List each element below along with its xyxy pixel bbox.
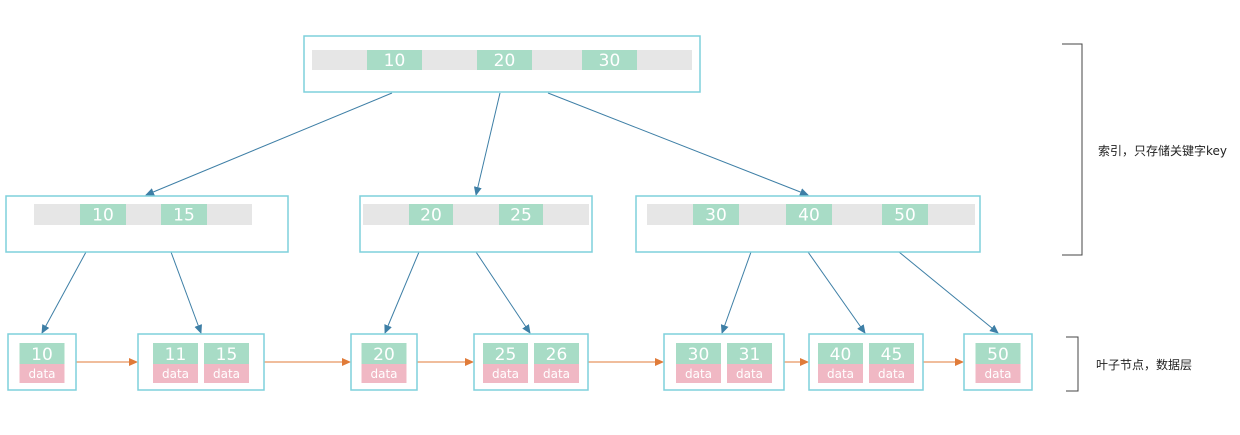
leaf-key-cell xyxy=(153,343,198,364)
leaf-node: 10 data xyxy=(7,333,77,391)
leaf-data-cell xyxy=(818,364,863,383)
child-pointer-arrow xyxy=(384,251,420,334)
leaf-data-label: data xyxy=(685,367,712,381)
leaf-key-cell xyxy=(818,343,863,364)
leaf-data-label: data xyxy=(736,367,763,381)
leaf-key-cell xyxy=(869,343,914,364)
internal-node: 30 40 50 xyxy=(635,195,981,253)
root-key: 20 xyxy=(494,51,516,71)
child-pointer-arrow xyxy=(898,251,999,334)
leaf-data-cell xyxy=(361,364,407,383)
internal-key: 15 xyxy=(173,206,195,226)
internal-key-slot xyxy=(34,204,252,225)
internal-key-cell xyxy=(409,204,453,225)
root-key: 30 xyxy=(599,51,621,71)
internal-key-cell xyxy=(161,204,207,225)
leaf-data-label: data xyxy=(543,367,570,381)
child-pointer-arrow xyxy=(547,92,809,196)
leaf-data-label: data xyxy=(492,367,519,381)
root-node: 10 20 30 xyxy=(303,35,701,93)
internal-key: 20 xyxy=(420,206,442,226)
leaf-data-cell xyxy=(727,364,772,383)
leaf-key: 31 xyxy=(739,345,761,365)
leaf-key-cell xyxy=(204,343,249,364)
child-pointer-arrow xyxy=(170,251,202,334)
leaf-node: 50 data xyxy=(963,333,1033,391)
leaf-data-label: data xyxy=(162,367,189,381)
leaf-node: 40 data 45 data xyxy=(808,333,924,391)
leaf-data-cell xyxy=(204,364,249,383)
leaf-key-cell xyxy=(483,343,528,364)
leaf-layer-label: 叶子节点，数据层 xyxy=(1096,357,1192,372)
leaf-data-cell xyxy=(676,364,721,383)
leaf-data-cell xyxy=(153,364,198,383)
internal-key: 10 xyxy=(92,206,114,226)
root-key-cell xyxy=(477,50,532,70)
leaf-key-cell xyxy=(534,343,579,364)
internal-key-cell xyxy=(80,204,126,225)
leaf-key: 45 xyxy=(881,345,903,365)
leaf-node: 25 data 26 data xyxy=(473,333,589,391)
child-pointer-arrow xyxy=(720,251,752,334)
internal-key: 40 xyxy=(798,206,820,226)
leaf-data-label: data xyxy=(213,367,240,381)
leaf-key: 50 xyxy=(987,345,1009,365)
leaf-key-cell xyxy=(361,343,407,364)
leaf-layer-bracket xyxy=(1066,336,1079,392)
root-key-cell xyxy=(367,50,422,70)
leaf-data-label: data xyxy=(827,367,854,381)
leaf-data-cell xyxy=(975,364,1021,383)
root-key: 10 xyxy=(384,51,406,71)
leaf-node: 20 data xyxy=(350,333,418,391)
internal-key: 25 xyxy=(510,206,532,226)
internal-key: 30 xyxy=(705,206,727,226)
edges xyxy=(41,92,999,366)
leaf-key: 30 xyxy=(688,345,710,365)
leaf-data-label: data xyxy=(370,367,397,381)
leaf-key: 20 xyxy=(373,345,395,365)
root-key-cell xyxy=(582,50,637,70)
leaf-data-label: data xyxy=(984,367,1011,381)
internal-key-cell xyxy=(882,204,928,225)
internal-key-cell xyxy=(499,204,543,225)
leaf-data-label: data xyxy=(878,367,905,381)
leaf-data-label: data xyxy=(28,367,55,381)
leaf-key-cell xyxy=(975,343,1021,364)
child-pointer-arrow xyxy=(473,92,501,196)
leaf-key: 10 xyxy=(31,345,53,365)
child-pointer-arrow xyxy=(475,251,531,334)
leaf-key-cell xyxy=(676,343,721,364)
internal-key-slot xyxy=(363,204,589,225)
leaf-node: 30 data 31 data xyxy=(663,333,785,391)
leaf-key: 25 xyxy=(495,345,517,365)
leaf-key: 26 xyxy=(546,345,568,365)
leaf-key-cell xyxy=(19,343,65,364)
layer-annotations: 索引，只存储关键字key 叶子节点，数据层 xyxy=(1062,43,1227,392)
child-pointer-arrow xyxy=(145,92,393,196)
internal-key: 50 xyxy=(894,206,916,226)
child-pointer-arrow xyxy=(807,251,866,334)
child-pointer-arrow xyxy=(41,251,87,334)
leaf-node: 11 data 15 data xyxy=(137,333,265,391)
leaf-key: 40 xyxy=(830,345,852,365)
leaf-key: 11 xyxy=(165,345,187,365)
leaf-data-cell xyxy=(534,364,579,383)
internal-key-cell xyxy=(786,204,832,225)
internal-node: 10 15 xyxy=(5,195,289,253)
leaf-data-cell xyxy=(869,364,914,383)
leaf-data-cell xyxy=(483,364,528,383)
index-layer-label: 索引，只存储关键字key xyxy=(1098,143,1227,158)
leaf-data-cell xyxy=(19,364,65,383)
internal-key-cell xyxy=(693,204,739,225)
leaf-key: 15 xyxy=(216,345,238,365)
index-layer-bracket xyxy=(1062,43,1083,256)
leaf-key-cell xyxy=(727,343,772,364)
